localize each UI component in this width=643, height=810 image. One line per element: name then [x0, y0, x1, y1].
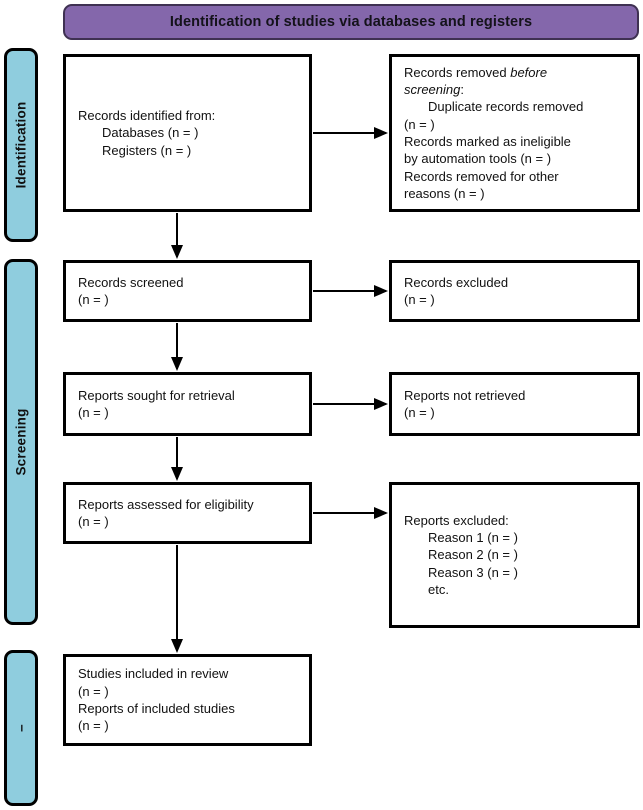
- box-records-identified: Records identified from:Databases (n = )…: [63, 54, 312, 212]
- box-text-line: (n = ): [404, 116, 435, 132]
- box-text-line: (n = ): [78, 683, 109, 699]
- box-text-line: Reports excluded:: [404, 512, 509, 528]
- box-text-line: Reason 3 (n = ): [428, 564, 518, 580]
- box-records-excluded: Records excluded (n = ): [389, 260, 640, 322]
- box-text-line: reasons (n = ): [404, 185, 485, 201]
- stage-label-included: –: [13, 724, 29, 732]
- box-records-screened: Records screened (n = ): [63, 260, 312, 322]
- box-text-line: Reports of included studies: [78, 701, 235, 716]
- box-text-line: Reports not retrieved: [404, 387, 526, 403]
- box-text-line: Studies included in review: [78, 666, 229, 682]
- box-text-line: (n = ): [404, 405, 435, 420]
- stage-bar-identification: Identification: [4, 48, 38, 242]
- stage-bar-screening: Screening: [4, 259, 38, 625]
- box-text-line: Records removed for other: [404, 168, 559, 184]
- stage-label-identification: Identification: [13, 101, 29, 189]
- stage-label-screening: Screening: [13, 408, 29, 476]
- stage-bar-included: –: [4, 650, 38, 806]
- box-text-line: etc.: [428, 581, 449, 597]
- diagram-header-title: Identification of studies via databases …: [169, 14, 533, 30]
- box-text-line: Records removed before: [404, 64, 548, 80]
- box-text-line: Reason 2 (n = ): [428, 547, 518, 563]
- box-text-line: Databases (n = ): [102, 125, 199, 141]
- box-text-line: screening:: [404, 82, 464, 98]
- box-text-line: Reports sought for retrieval: [78, 387, 235, 403]
- box-text-line: (n = ): [78, 405, 109, 420]
- box-reports-excluded: Reports excluded: Reason 1 (n = )Reason 2…: [389, 482, 640, 628]
- box-text-line: Records identified from:: [78, 108, 216, 124]
- box-text-line: Reports assessed for eligibility: [78, 496, 254, 512]
- box-text-line: Records marked as ineligible: [404, 134, 571, 149]
- box-text-line: by automation tools (n = ): [404, 151, 552, 167]
- box-reports-sought-for-retrieval: Reports sought for retrieval (n = ): [63, 372, 312, 436]
- box-text-line: (n = ): [78, 292, 109, 307]
- diagram-header-banner: Identification of studies via databases …: [63, 4, 639, 40]
- box-records-removed-before-screening: Records removed before screening:Duplicat…: [389, 54, 640, 212]
- box-reports-assessed-for-eligibility: Reports assessed for eligibility (n = ): [63, 482, 312, 544]
- box-text-line: (n = ): [404, 292, 435, 307]
- box-text-line: Registers (n = ): [102, 142, 192, 158]
- box-reports-not-retrieved: Reports not retrieved (n = ): [389, 372, 640, 436]
- box-text-line: (n = ): [78, 514, 109, 529]
- box-text-line: Duplicate records removed: [428, 99, 584, 115]
- box-studies-included-in-review: Studies included in review(n = )Reports …: [63, 654, 312, 746]
- box-text-line: (n = ): [78, 718, 109, 734]
- box-text-line: Records excluded: [404, 274, 509, 290]
- box-text-line: Reason 1 (n = ): [428, 530, 518, 546]
- box-text-line: Records screened: [78, 274, 184, 290]
